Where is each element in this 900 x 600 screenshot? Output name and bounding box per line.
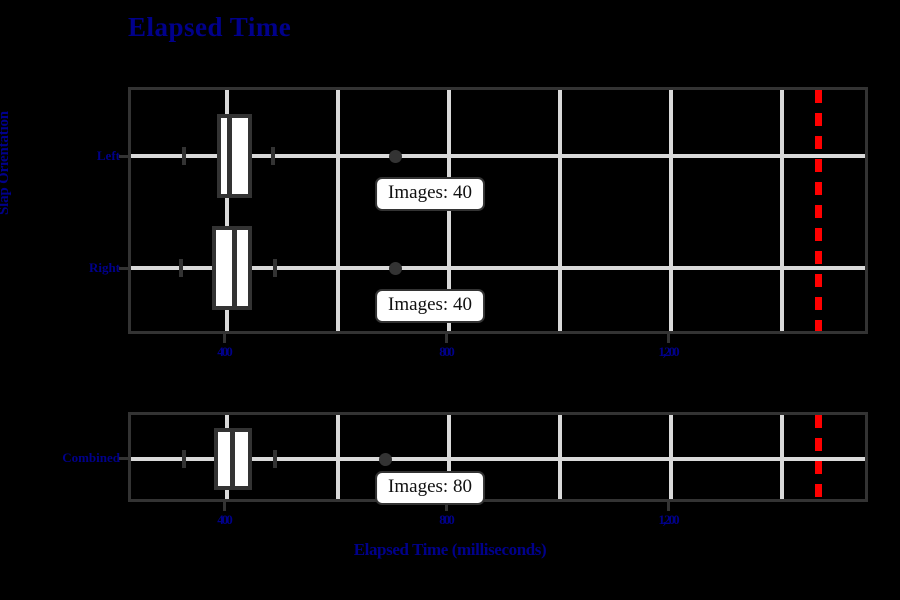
boxplot-cap-low <box>182 147 186 165</box>
gridline-vertical <box>558 90 562 331</box>
boxplot-cap-high <box>271 147 275 165</box>
annotation-left: Images: 40 <box>375 177 485 211</box>
x-tick-top-0: 400 <box>217 344 231 360</box>
boxplot-cap-low <box>179 259 183 277</box>
x-tickmark-top-2 <box>667 334 670 343</box>
y-axis-label: Slap Orientation <box>0 111 13 215</box>
boxplot-box <box>217 114 252 198</box>
y-tickmark-combined <box>119 457 128 460</box>
x-tick-bottom-0: 400 <box>217 512 231 528</box>
boxplot-median-line <box>232 226 237 310</box>
boxplot-outlier-point <box>379 453 392 466</box>
boxplot-whisker-low <box>179 266 212 270</box>
gridline-vertical <box>780 90 784 331</box>
boxplot-whisker-low <box>182 457 215 461</box>
panel-bottom <box>128 412 868 502</box>
page-title: Elapsed Time <box>128 12 291 43</box>
gridline-vertical <box>336 90 340 331</box>
x-tickmark-bottom-2 <box>667 502 670 511</box>
x-tick-top-1: 800 <box>439 344 453 360</box>
y-tickmark-right <box>119 267 128 270</box>
boxplot-median-line <box>230 428 235 490</box>
y-tick-combined-label: Combined <box>62 450 120 466</box>
boxplot-cap-high <box>273 450 277 468</box>
x-tick-bottom-2: 1,200 <box>658 512 677 528</box>
reference-line-red <box>815 90 822 331</box>
x-axis-label: Elapsed Time (milliseconds) <box>0 540 900 560</box>
panel-top <box>128 87 868 334</box>
reference-line-red <box>815 415 822 499</box>
boxplot-cap-low <box>182 450 186 468</box>
x-tick-bottom-1: 800 <box>439 512 453 528</box>
y-tickmark-left <box>119 155 128 158</box>
boxplot-cap-high <box>273 259 277 277</box>
y-tick-left-label: Left <box>97 148 120 164</box>
x-tickmark-top-0 <box>223 334 226 343</box>
annotation-right: Images: 40 <box>375 289 485 323</box>
x-tickmark-top-1 <box>445 334 448 343</box>
x-tick-top-2: 1,200 <box>658 344 677 360</box>
y-tick-right-label: Right <box>89 260 120 276</box>
gridline-vertical <box>669 90 673 331</box>
boxplot-outlier-point <box>389 262 402 275</box>
boxplot-median-line <box>227 114 232 198</box>
boxplot-whisker-low <box>182 154 217 158</box>
boxplot-outlier-point <box>389 150 402 163</box>
x-tickmark-bottom-0 <box>223 502 226 511</box>
annotation-combined: Images: 80 <box>375 471 485 505</box>
